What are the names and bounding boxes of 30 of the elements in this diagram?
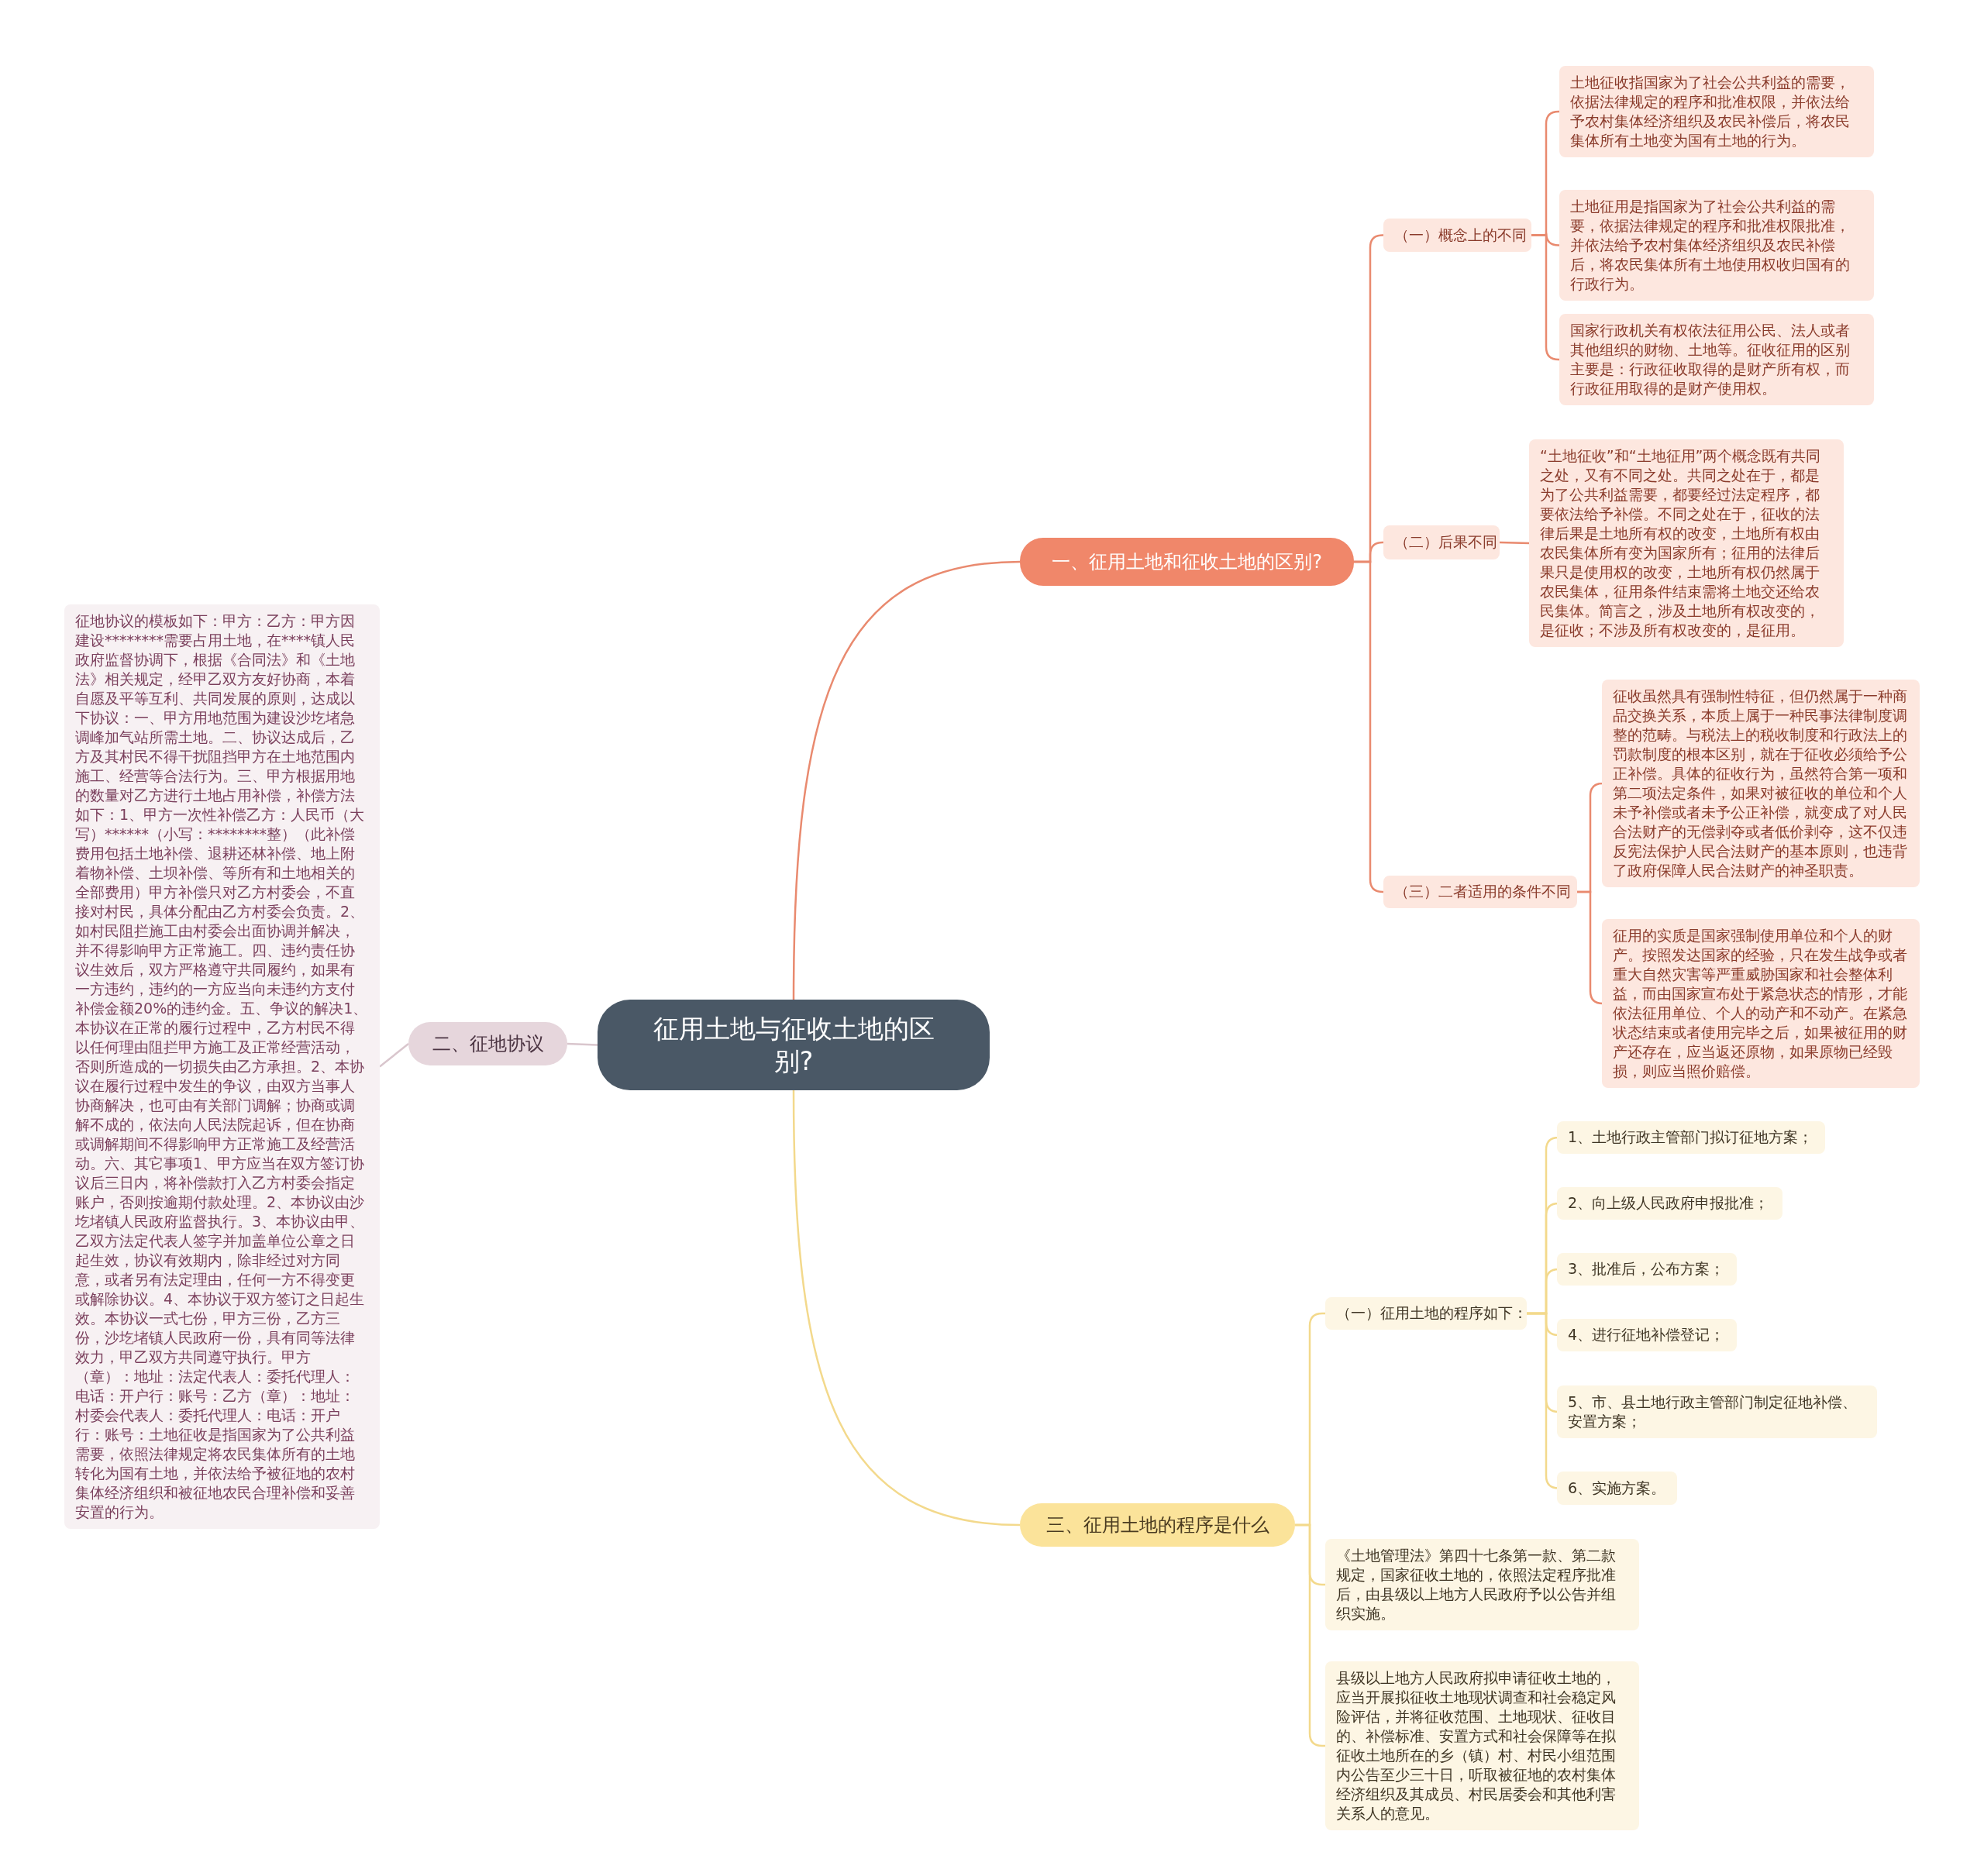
connector-line bbox=[1499, 541, 1530, 545]
connector-line bbox=[1531, 234, 1560, 361]
text-card: “土地征收”和“土地征用”两个概念既有共同之处，又有不同之处。共同之处在于，都是为了公共利益需要，都要经过法定程序，都要依法给予补偿。不同之处在于，征收的法律后果是土地所有权的改变，土地所有权由农民集体所有变为国家所有；征用的法律后果只是使用权的改变，土地所有权仍然属于农民集体，征用条件结束需将土地交还给农民集体。简言之，涉及土地所有权改变的，是征收；不涉及所有权改变的，是征用。 bbox=[1529, 439, 1844, 647]
central-topic: 征用土地与征收土地的区别? bbox=[598, 1000, 990, 1090]
subtopic-box: 3、批准后，公布方案； bbox=[1557, 1253, 1737, 1286]
text-card: 征收虽然具有强制性特征，但仍然属于一种商品交换关系，本质上属于一种民事法律制度调整的范畴。与税法上的税收制度和行政法上的罚款制度的根本区别，就在于征收必须给予公正补偿。具体的征收行为，虽然符合第一项和第二项法定条件，如果对被征收的单位和个人未予补偿或者未予公正补偿，就变成了对人民合法财产的无偿剥夺或者低价剥夺，这不仅违反宪法保护人民合法财产的基本原则，也违背了政府保障人民合法财产的神圣职责。 bbox=[1602, 680, 1920, 887]
subtopic-box: （三）二者适用的条件不同 bbox=[1383, 876, 1577, 908]
text-card: 土地征用是指国家为了社会公共利益的需要，依据法律规定的程序和批准权限批准，并依法给予农村集体经济组织及农民补偿后，将农民集体所有土地使用权收归国有的行政行为。 bbox=[1559, 190, 1874, 301]
connector-line bbox=[1354, 560, 1384, 893]
text-card: 县级以上地方人民政府拟申请征收土地的，应当开展拟征收土地现状调查和社会稳定风险评估，并将征收范围、土地现状、征收目的、补偿标准、安置方式和社会保障等在拟征收土地所在的乡（镇）村、村民小组范围内公告至少三十日，听取被征地的农村集体经济组织及其成员、村民居委会和其他利害关系人的意见。 bbox=[1325, 1661, 1639, 1830]
text-card: 5、市、县土地行政主管部门制定征地补偿、安置方案； bbox=[1557, 1385, 1877, 1438]
subtopic-box: （二）后果不同 bbox=[1383, 525, 1500, 559]
subtopic-box: 1、土地行政主管部门拟订征地方案； bbox=[1557, 1121, 1825, 1154]
branch-topic: 二、征地协议 bbox=[408, 1022, 567, 1065]
subtopic-box: （一）征用土地的程序如下： bbox=[1325, 1297, 1527, 1330]
text-card: 征地协议的模板如下：甲方：乙方：甲方因建设********需要占用土地，在****镇人民政府监督协调下，根据《合同法》和《土地法》相关规定，经甲乙双方友好协商，本着自愿及平等互利、共同发展的原则，达成以下协议：一、甲方用地范围为建设沙圪堵急调峰加气站所需土地。二、协议达成后，乙方及其村民不得干扰阻挡甲方在土地范围内施工、经营等合法行为。三、甲方根据用地的数量对乙方进行土地占用补偿，补偿方法如下：1、甲方一次性补偿乙方：人民币（大写）******（小写：********整）（此补偿费用包括土地补偿、退耕还林补偿、地上附着物补偿、土坝补偿、等所有和土地相关的全部费用）甲方补偿只对乙方村委会，不直接对村民，具体分配由乙方村委会负责。2、如村民阻拦施工由村委会出面协调并解决，并不得影响甲方正常施工。四、违约责任协议生效后，双方严格遵守共同履约，如果有一方违约，违约的一方应当向未违约方支付补偿金额20%的违约金。五、争议的解决1、本协议在正常的履行过程中，乙方村民不得以任何理由阻拦甲方施工及正常经营活动，否则所造成的一切损失由乙方承担。2、本协议在履行过程中发生的争议，由双方当事人协商解决，也可由有关部门调解；协商或调解不成的，依法向人民法院起诉，但在协商或调解期间不得影响甲方正常施工及经营活动。六、其它事项1、甲方应当在双方签订协议后三日内，将补偿款打入乙方村委会指定账户，否则按逾期付款处理。2、本协议由沙圪堵镇人民政府监督执行。3、本协议由甲、乙双方法定代表人签字并加盖单位公章之日起生效，协议有效期内，除非经过对方同意，或者另有法定理由，任何一方不得变更或解除协议。4、本协议于双方签订之日起生效。本协议一式七份，甲方三份，乙方三份，沙圪堵镇人民政府一份，具有同等法律效力，甲乙双方共同遵守执行。甲方（章）：地址：法定代表人：委托代理人：电话：开户行：账号：乙方（章）：地址：村委会代表人：委托代理人：电话：开户行：账号：土地征收是指国家为了公共利益需要，依照法律规定将农民集体所有的土地转化为国有土地，并依法给予被征地的农村集体经济组织和被征地农民合理补偿和妥善安置的行为。 bbox=[64, 604, 380, 1529]
subtopic-box: 2、向上级人民政府申报批准； bbox=[1557, 1187, 1782, 1220]
text-card: 《土地管理法》第四十七条第一款、第二款规定，国家征收土地的，依照法定程序批准后，由县级以上地方人民政府予以公告并组织实施。 bbox=[1325, 1539, 1639, 1630]
subtopic-box: 4、进行征地补偿登记； bbox=[1557, 1319, 1737, 1351]
connector-line bbox=[379, 1043, 409, 1068]
text-card: 国家行政机关有权依法征用公民、法人或者其他组织的财物、土地等。征收征用的区别主要是：行政征收取得的是财产所有权，而行政征用取得的是财产使用权。 bbox=[1559, 314, 1874, 405]
connector-line bbox=[792, 560, 1021, 1000]
text-card: 土地征收指国家为了社会公共利益的需要，依据法律规定的程序和批准权限，并依法给予农村集体经济组织及农民补偿后，将农民集体所有土地变为国有土地的行为。 bbox=[1559, 66, 1874, 157]
connector-line bbox=[567, 1042, 598, 1046]
text-card: 征用的实质是国家强制使用单位和个人的财产。按照发达国家的经验，只在发生战争或者重大自然灾害等严重威胁国家和社会整体利益，而由国家宣布处于紧急状态的情形，才能依法征用单位、个人的动产和不动产。在紧急状态结束或者使用完毕之后，如果被征用的财产还存在，应当返还原物，如果原物已经毁损，则应当照价赔偿。 bbox=[1602, 919, 1920, 1088]
connector-line bbox=[792, 1090, 1021, 1527]
branch-topic: 一、征用土地和征收土地的区别? bbox=[1020, 538, 1354, 586]
subtopic-box: （一）概念上的不同 bbox=[1383, 219, 1531, 252]
subtopic-box: 6、实施方案。 bbox=[1557, 1472, 1677, 1505]
branch-topic: 三、征用土地的程序是什么 bbox=[1020, 1503, 1295, 1547]
